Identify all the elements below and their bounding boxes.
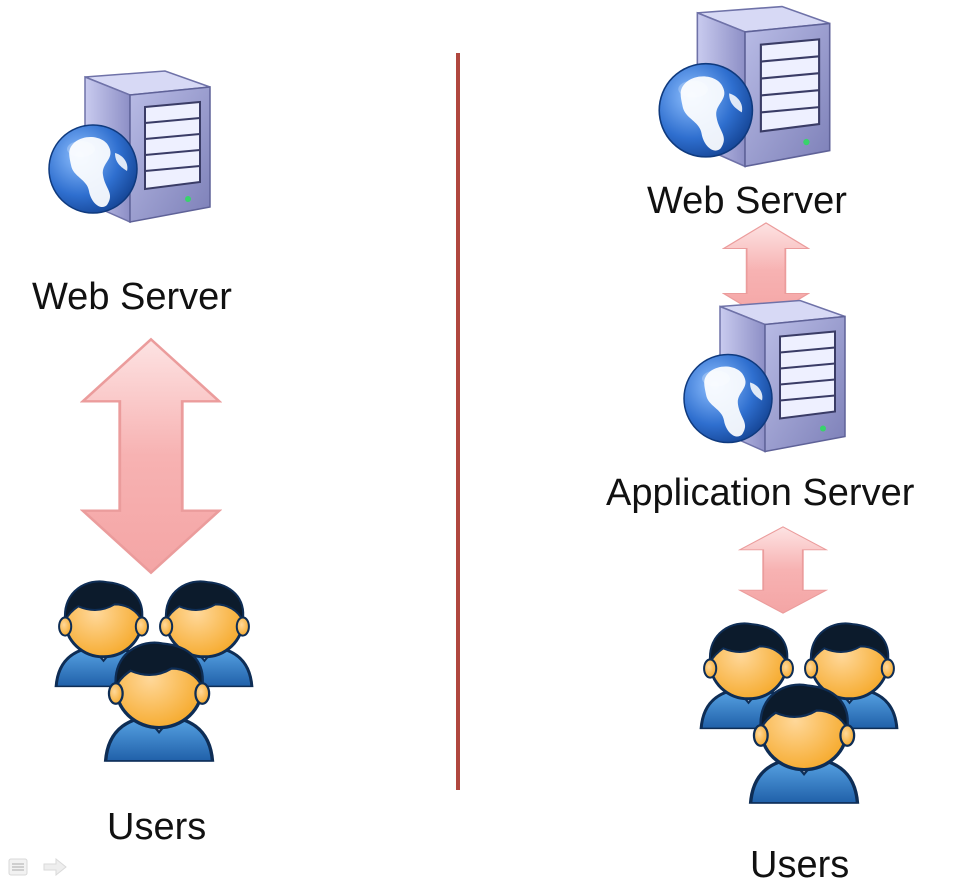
users-icon xyxy=(693,616,905,822)
slide-navigation xyxy=(8,858,68,876)
double-arrow-icon xyxy=(738,526,828,614)
web-server-icon xyxy=(47,69,212,224)
left-web-server-label: Web Server xyxy=(32,276,232,318)
right-users-label: Users xyxy=(750,844,850,886)
menu-icon[interactable] xyxy=(8,858,28,876)
application-server-icon xyxy=(682,299,847,453)
left-users-label: Users xyxy=(107,806,207,848)
right-application-server-label: Application Server xyxy=(606,472,915,514)
double-arrow-icon xyxy=(81,337,221,575)
users-icon xyxy=(48,574,260,780)
web-server-icon xyxy=(658,5,831,168)
next-arrow-icon[interactable] xyxy=(42,858,68,876)
right-web-server-label: Web Server xyxy=(647,180,847,222)
center-divider xyxy=(456,53,460,790)
